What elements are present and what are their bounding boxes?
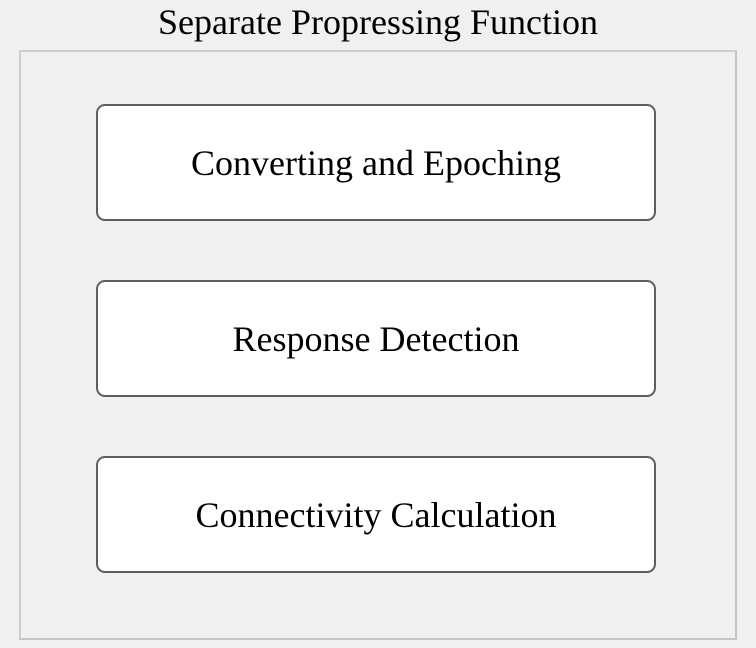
response-detection-button[interactable]: Response Detection (96, 280, 656, 397)
panel-title: Separate Propressing Function (0, 2, 756, 42)
panel-title-text: Separate Propressing Function (152, 2, 604, 42)
connectivity-calculation-button[interactable]: Connectivity Calculation (96, 456, 656, 573)
converting-and-epoching-button[interactable]: Converting and Epoching (96, 104, 656, 221)
